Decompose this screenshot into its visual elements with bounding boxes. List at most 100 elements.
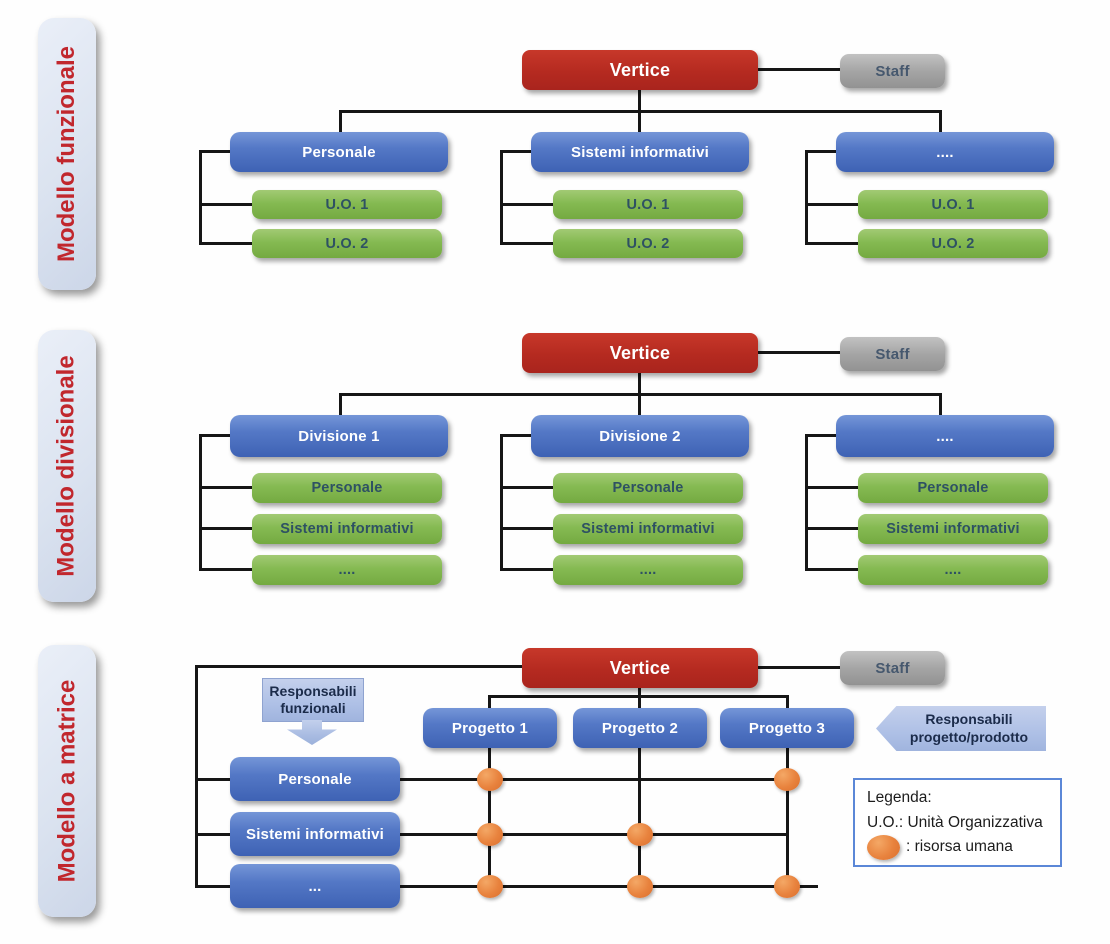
vertice-box: Vertice	[522, 648, 758, 688]
side-label-matrice-text: Modello a matrice	[53, 679, 81, 883]
connector-line	[339, 393, 342, 415]
connector-line	[500, 434, 531, 437]
function-box: Sistemi informativi	[252, 514, 442, 544]
connector-line	[199, 434, 230, 437]
uo-box: U.O. 2	[858, 229, 1048, 258]
dept-box: Sistemi informativi	[531, 132, 749, 172]
connector-line	[199, 527, 252, 530]
connector-line	[199, 434, 202, 571]
human-resource-dot	[774, 875, 800, 898]
connector-line	[638, 748, 641, 888]
connector-line	[339, 393, 941, 396]
division-box: ....	[836, 415, 1054, 457]
staff-box: Staff	[840, 651, 945, 685]
connector-line	[500, 242, 553, 245]
legend-title: Legenda:	[867, 789, 932, 807]
connector-line	[339, 110, 941, 113]
connector-line	[488, 748, 491, 888]
function-box: Personale	[553, 473, 743, 503]
human-resource-dot	[627, 823, 653, 846]
staff-box: Staff	[840, 54, 945, 88]
connector-line	[195, 885, 818, 888]
connector-line	[805, 434, 808, 571]
callout-project-line2: progetto/prodotto	[909, 728, 1029, 745]
connector-line	[500, 150, 503, 245]
callout-functional-managers: Responsabili funzionali	[262, 678, 364, 722]
connector-line	[805, 150, 836, 153]
project-box: Progetto 3	[720, 708, 854, 748]
connector-line	[339, 110, 342, 132]
legend-abbreviation: U.O.: Unità Organizzativa	[867, 813, 1043, 831]
human-resource-dot	[627, 875, 653, 898]
side-label-divisionale-text: Modello divisionale	[53, 355, 80, 577]
uo-box: U.O. 2	[252, 229, 442, 258]
legend-dot-meaning: : risorsa umana	[906, 838, 1013, 855]
connector-line	[758, 666, 840, 669]
connector-line	[500, 203, 553, 206]
connector-line	[199, 150, 230, 153]
connector-line	[758, 351, 840, 354]
human-resource-dot	[774, 768, 800, 791]
connector-line	[805, 527, 858, 530]
connector-line	[199, 203, 252, 206]
connector-line	[195, 665, 522, 668]
callout-functional-line1: Responsabili	[269, 682, 357, 699]
function-box: Sistemi informativi	[553, 514, 743, 544]
connector-line	[195, 665, 198, 888]
uo-box: U.O. 1	[858, 190, 1048, 219]
connector-line	[939, 393, 942, 415]
connector-line	[500, 434, 503, 571]
dept-box: Personale	[230, 132, 448, 172]
connector-line	[638, 688, 641, 710]
connector-line	[199, 150, 202, 245]
dept-box: ....	[836, 132, 1054, 172]
connector-line	[758, 68, 840, 71]
function-box: Sistemi informativi	[858, 514, 1048, 544]
human-resource-dot	[477, 768, 503, 791]
connector-line	[500, 527, 553, 530]
side-label-divisionale: Modello divisionale	[38, 330, 96, 602]
connector-line	[500, 486, 553, 489]
function-box: ....	[553, 555, 743, 585]
project-box: Progetto 1	[423, 708, 557, 748]
legend-box: Legenda: U.O.: Unità Organizzativa : ris…	[853, 778, 1062, 867]
project-box: Progetto 2	[573, 708, 707, 748]
connector-line	[199, 242, 252, 245]
connector-line	[805, 486, 858, 489]
function-row-box: Sistemi informativi	[230, 812, 400, 856]
function-box: ....	[858, 555, 1048, 585]
uo-box: U.O. 1	[553, 190, 743, 219]
side-label-funzionale: Modello funzionale	[38, 18, 96, 290]
callout-project-managers: Responsabili progetto/prodotto	[876, 706, 1046, 751]
connector-line	[488, 695, 491, 709]
uo-box: U.O. 2	[553, 229, 743, 258]
down-arrow-icon	[287, 720, 337, 745]
connector-line	[786, 695, 789, 709]
connector-line	[500, 568, 553, 571]
human-resource-dot	[477, 875, 503, 898]
connector-line	[488, 695, 789, 698]
side-label-matrice: Modello a matrice	[38, 645, 96, 917]
function-box: ....	[252, 555, 442, 585]
connector-line	[805, 150, 808, 245]
function-row-box: ...	[230, 864, 400, 908]
connector-line	[786, 748, 789, 888]
uo-box: U.O. 1	[252, 190, 442, 219]
connector-line	[199, 486, 252, 489]
connector-line	[939, 110, 942, 132]
vertice-box: Vertice	[522, 333, 758, 373]
connector-line	[500, 150, 531, 153]
callout-functional-line2: funzionali	[280, 700, 346, 716]
connector-line	[805, 242, 858, 245]
function-box: Personale	[858, 473, 1048, 503]
division-box: Divisione 1	[230, 415, 448, 457]
callout-project-line1: Responsabili	[925, 711, 1013, 727]
connector-line	[199, 568, 252, 571]
human-resource-dot-icon	[867, 834, 900, 860]
staff-box: Staff	[840, 337, 945, 371]
connector-line	[805, 203, 858, 206]
connector-line	[805, 568, 858, 571]
function-row-box: Personale	[230, 757, 400, 801]
division-box: Divisione 2	[531, 415, 749, 457]
